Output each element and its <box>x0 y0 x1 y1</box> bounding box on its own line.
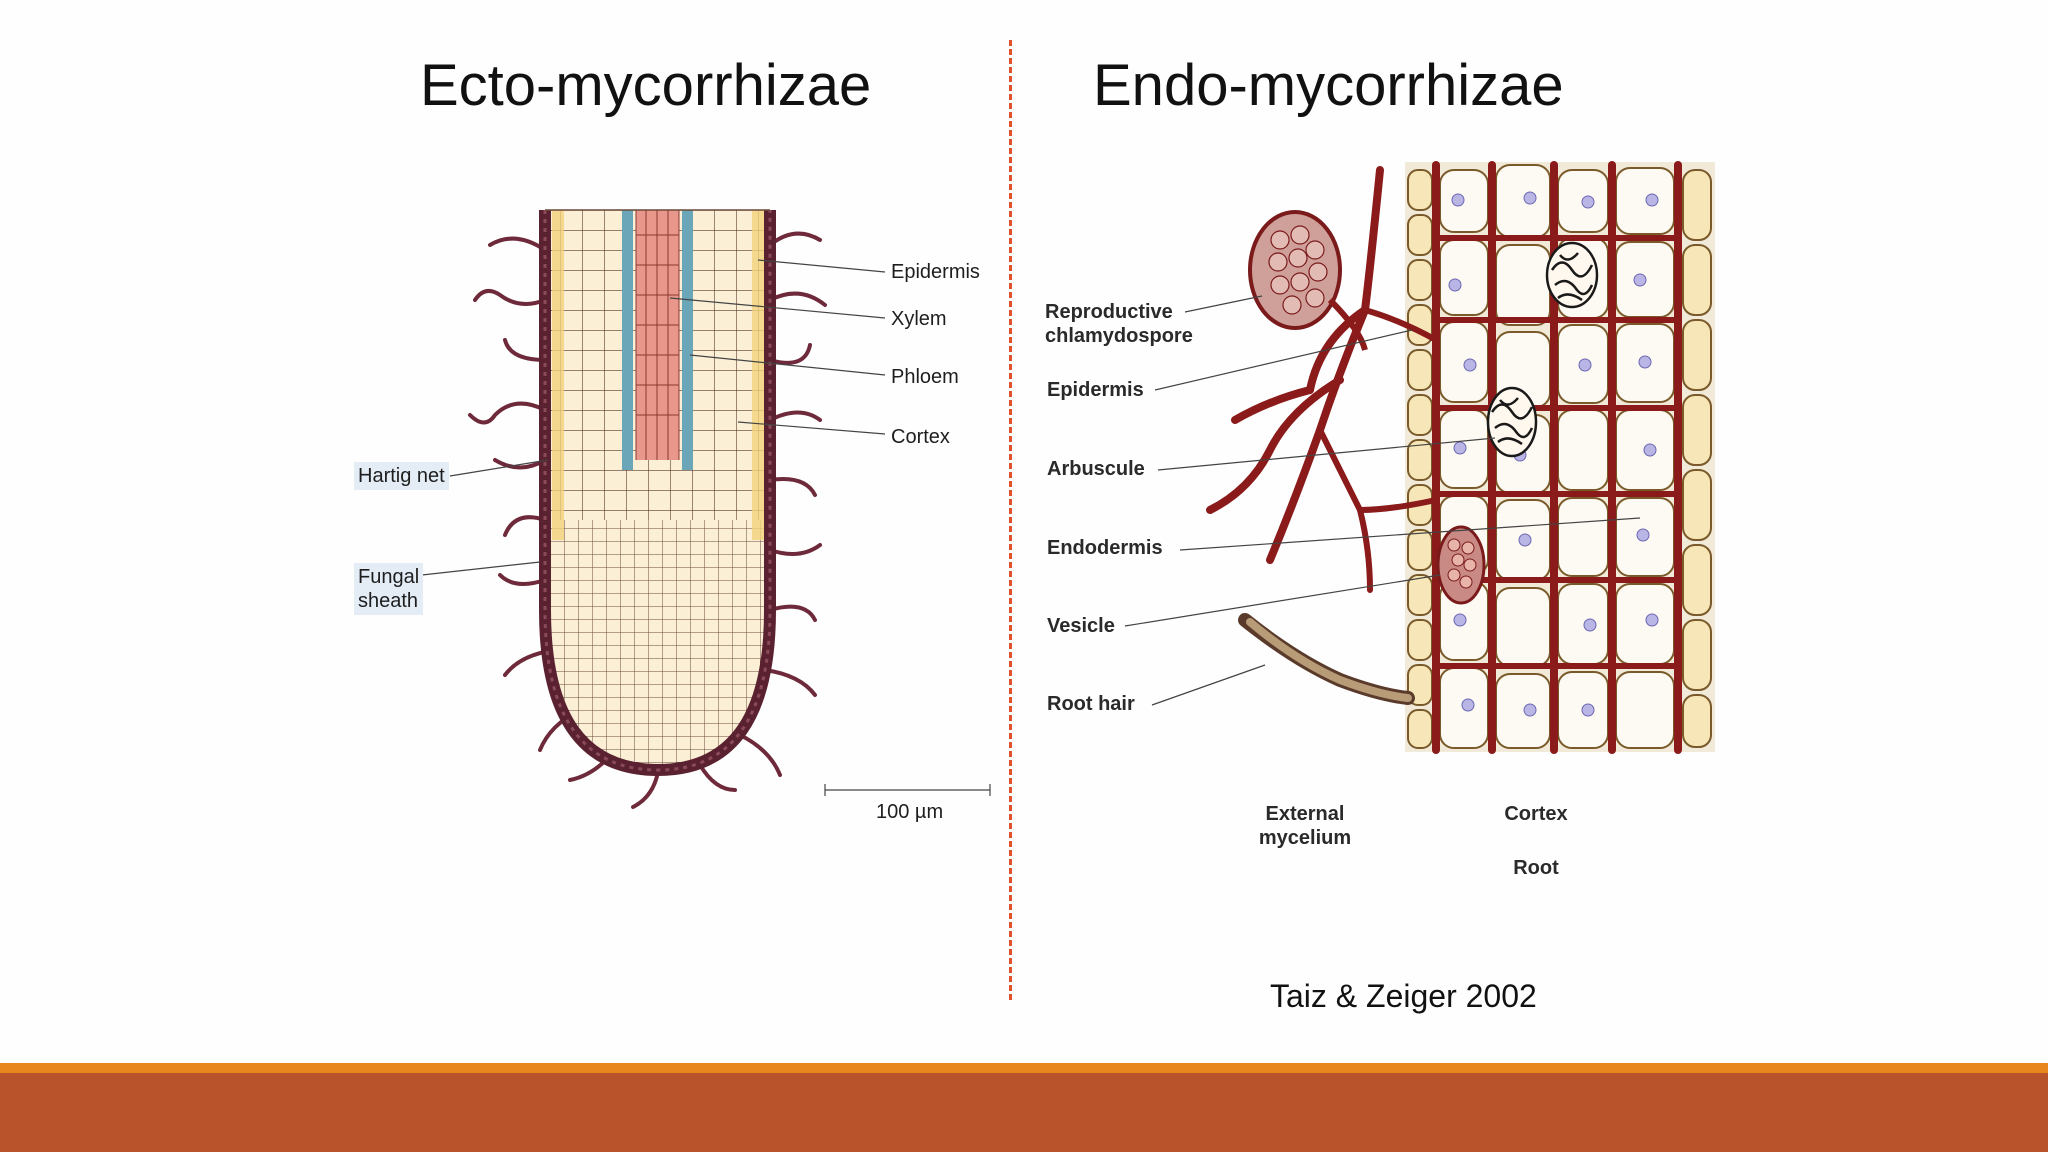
bracket-external-line1: External <box>1265 803 1345 825</box>
endo-label-reproductive: Reproductive chlamydospore <box>1045 300 1193 348</box>
footer-bar <box>0 1073 2048 1152</box>
scale-bar-label: 100 µm <box>876 801 944 823</box>
bracket-cortex: Cortex <box>1504 803 1568 825</box>
bracket-root: Root <box>1513 857 1559 879</box>
endo-label-vesicle: Vesicle <box>1047 615 1115 637</box>
bracket-external-mycelium: External mycelium <box>1245 802 1365 850</box>
endo-label-epidermis: Epidermis <box>1047 379 1144 401</box>
dashed-divider <box>1009 40 1012 1000</box>
ecto-label-cortex: Cortex <box>891 426 950 448</box>
ecto-label-hartig-net: Hartig net <box>354 462 449 490</box>
ecto-label-phloem: Phloem <box>891 366 959 388</box>
endo-label-reproductive-line1: Reproductive <box>1045 301 1173 323</box>
ecto-title: Ecto-mycorrhizae <box>420 53 872 118</box>
ecto-root-diagram <box>421 209 991 809</box>
endo-title: Endo-mycorrhizae <box>1093 53 1564 118</box>
bracket-mycelium-line2: mycelium <box>1258 827 1352 849</box>
footer-accent-line <box>0 1063 2048 1073</box>
endo-label-root-hair: Root hair <box>1047 693 1135 715</box>
citation: Taiz & Zeiger 2002 <box>1270 978 1537 1014</box>
endo-label-endodermis: Endodermis <box>1047 537 1163 559</box>
ecto-label-fungal-sheath: Fungal sheath <box>354 563 424 615</box>
endo-label-chlamydospore-line2: chlamydospore <box>1045 325 1193 347</box>
ecto-label-xylem: Xylem <box>891 308 947 330</box>
ecto-label-epidermis: Epidermis <box>891 261 980 283</box>
endo-root-diagram <box>1124 161 1715 754</box>
ecto-label-sheath-line2: sheath <box>358 590 419 612</box>
endo-label-arbuscule: Arbuscule <box>1047 458 1145 480</box>
ecto-label-fungal-line1: Fungal <box>358 566 420 588</box>
